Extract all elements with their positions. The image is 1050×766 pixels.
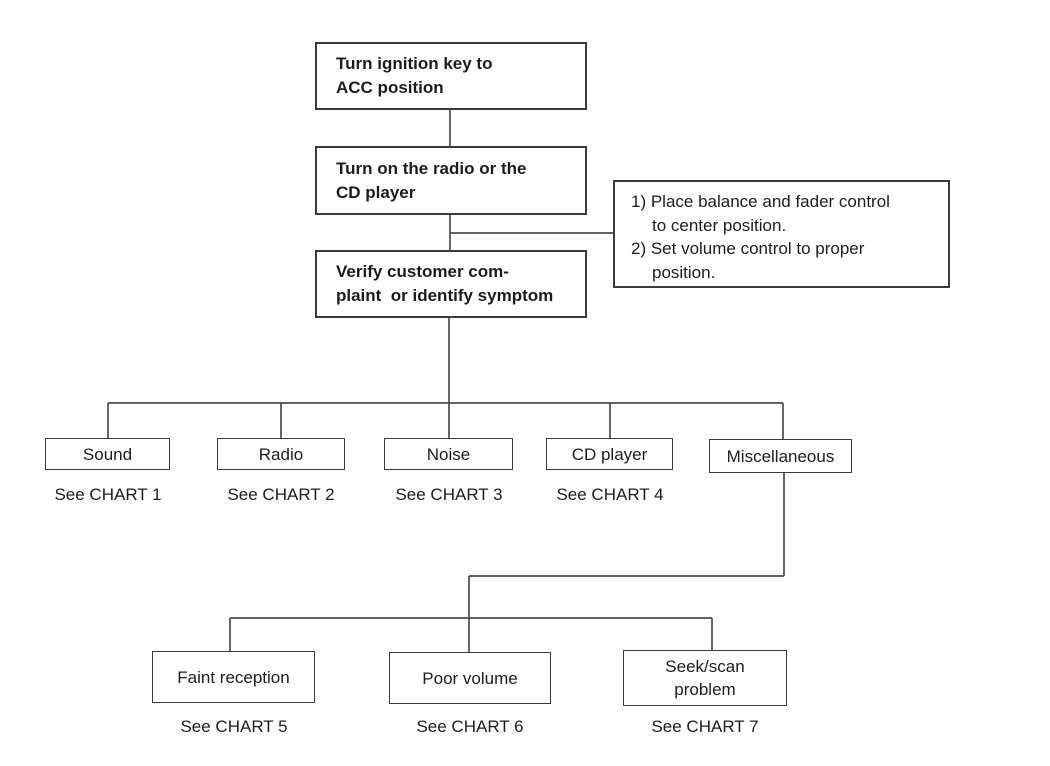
node-radio: Radio — [217, 438, 345, 470]
chart-ref-3: See CHART 3 — [395, 485, 503, 504]
node-noise-label: Noise — [426, 444, 471, 464]
node-poor-volume-label: Poor volume — [422, 668, 518, 688]
node-turn-on-radio: Turn on the radio or the CD player — [315, 146, 587, 215]
node-poor-volume: Poor volume — [389, 652, 551, 704]
note-balance-volume: 1) Place balance and fader control to ce… — [613, 180, 950, 288]
node-cd-player-label: CD player — [571, 444, 648, 464]
node-faint-reception: Faint reception — [152, 651, 315, 703]
chart-ref-1: See CHART 1 — [54, 485, 162, 504]
note-line-3: 2) Set volume control to proper — [631, 239, 865, 258]
chart-ref-4: See CHART 4 — [556, 485, 664, 504]
node-miscellaneous-label: Miscellaneous — [726, 446, 835, 466]
node-faint-reception-label: Faint reception — [177, 667, 290, 687]
node-turn-ignition-key: Turn ignition key to ACC position — [315, 42, 587, 110]
node-seek-scan-problem-label: Seek/scan problem — [665, 657, 745, 699]
chart-ref-7: See CHART 7 — [651, 717, 759, 736]
chart-ref-6: See CHART 6 — [416, 717, 524, 736]
node-noise: Noise — [384, 438, 513, 470]
chart-ref-2: See CHART 2 — [227, 485, 335, 504]
note-line-2: to center position. — [652, 215, 787, 235]
node-sound-label: Sound — [82, 444, 133, 464]
note-line-4: position. — [652, 262, 716, 282]
node-turn-on-radio-label: Turn on the radio or the CD player — [336, 158, 527, 202]
node-turn-ignition-key-label: Turn ignition key to ACC position — [336, 54, 493, 97]
node-miscellaneous: Miscellaneous — [709, 439, 852, 473]
node-cd-player: CD player — [546, 438, 673, 470]
node-sound: Sound — [45, 438, 170, 470]
node-radio-label: Radio — [258, 444, 304, 464]
node-verify-complaint: Verify customer com- plaint or identify … — [315, 250, 587, 318]
node-seek-scan-problem: Seek/scan problem — [623, 650, 787, 706]
chart-ref-5: See CHART 5 — [180, 717, 288, 736]
note-line-1: 1) Place balance and fader control — [631, 192, 890, 211]
node-verify-complaint-label: Verify customer com- plaint or identify … — [336, 262, 554, 305]
